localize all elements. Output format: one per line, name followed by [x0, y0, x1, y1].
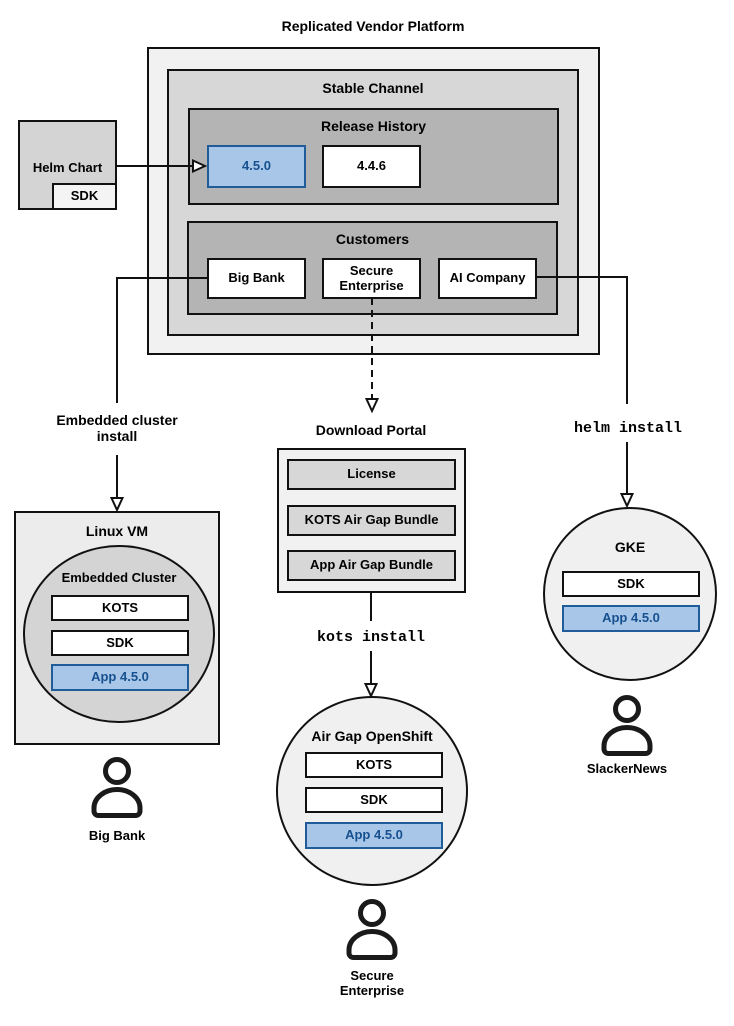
- linux-vm-label: Linux VM: [85, 523, 149, 539]
- airgap-openshift-label: Air Gap OpenShift: [311, 728, 433, 744]
- customer-ai-company-box: AI Company: [438, 258, 537, 299]
- customers-box: Customers Big Bank Secure Enterprise AI …: [187, 221, 558, 315]
- embedded-cluster-label: Embedded Cluster: [61, 570, 177, 585]
- linux-vm-box: Linux VM Embedded Cluster KOTS SDK App 4…: [14, 511, 220, 745]
- license-box: License: [287, 459, 456, 490]
- embedded-app-box: App 4.5.0: [51, 664, 189, 691]
- stable-channel-label: Stable Channel: [322, 80, 424, 96]
- airgap-app-box: App 4.5.0: [305, 822, 443, 849]
- kots-install-label: kots install: [316, 629, 426, 646]
- diagram-title: Replicated Vendor Platform: [281, 18, 465, 34]
- download-portal-box: License KOTS Air Gap Bundle App Air Gap …: [277, 448, 466, 593]
- stable-channel-box: Stable Channel Release History 4.5.0 4.4…: [167, 69, 579, 336]
- release-history-label: Release History: [320, 118, 427, 134]
- slackernews-user-label: SlackerNews: [586, 761, 668, 776]
- release-4-4-6-box: 4.4.6: [322, 145, 421, 188]
- kots-airgap-bundle-box: KOTS Air Gap Bundle: [287, 505, 456, 536]
- app-airgap-bundle-box: App Air Gap Bundle: [287, 550, 456, 581]
- secure-enterprise-user-icon: [346, 899, 398, 960]
- release-history-box: Release History 4.5.0 4.4.6: [188, 108, 559, 205]
- helm-chart-label: Helm Chart: [32, 160, 103, 175]
- embedded-sdk-box: SDK: [51, 630, 189, 656]
- download-portal-arrowhead-icon: [364, 398, 380, 414]
- helm-chart-sdk-box: SDK: [52, 183, 117, 210]
- airgap-openshift-circle: Air Gap OpenShift KOTS SDK App 4.5.0: [276, 696, 468, 886]
- gke-sdk-box: SDK: [562, 571, 700, 597]
- big-bank-user-icon: [91, 757, 143, 818]
- airgap-kots-box: KOTS: [305, 752, 443, 778]
- gke-app-box: App 4.5.0: [562, 605, 700, 632]
- embedded-cluster-circle: Embedded Cluster KOTS SDK App 4.5.0: [23, 545, 215, 723]
- airgap-arrowhead-icon: [363, 683, 379, 699]
- gke-circle: GKE SDK App 4.5.0: [543, 507, 717, 681]
- gke-arrowhead-icon: [619, 493, 635, 509]
- airgap-sdk-box: SDK: [305, 787, 443, 813]
- vendor-platform-box: Stable Channel Release History 4.5.0 4.4…: [147, 47, 600, 355]
- download-portal-label: Download Portal: [315, 422, 427, 438]
- release-4-5-0-box: 4.5.0: [207, 145, 306, 188]
- gke-label: GKE: [614, 539, 646, 555]
- embedded-kots-box: KOTS: [51, 595, 189, 621]
- slackernews-user-icon: [601, 695, 653, 756]
- big-bank-user-label: Big Bank: [88, 828, 146, 843]
- embedded-install-label: Embedded cluster install: [56, 412, 178, 445]
- helm-chart-box: Helm Chart SDK: [18, 120, 117, 210]
- customer-secure-enterprise-box: Secure Enterprise: [322, 258, 421, 299]
- linux-vm-arrowhead-icon: [109, 497, 125, 513]
- customers-label: Customers: [335, 231, 410, 247]
- secure-enterprise-user-label: Secure Enterprise: [339, 968, 405, 998]
- helm-install-label: helm install: [573, 420, 683, 437]
- customer-big-bank-box: Big Bank: [207, 258, 306, 299]
